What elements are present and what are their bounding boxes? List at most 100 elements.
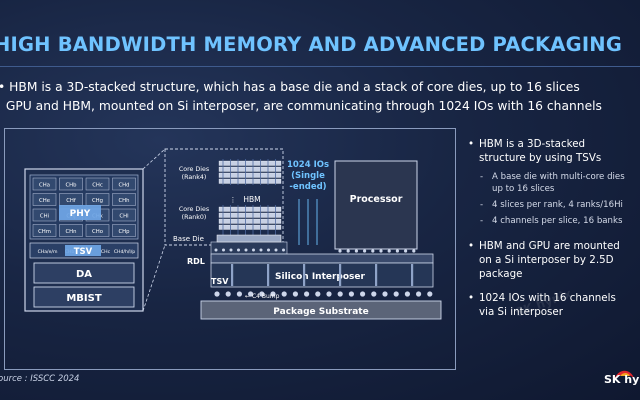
c4-bump bbox=[371, 291, 377, 297]
channel-cell-label: CHd bbox=[118, 183, 129, 189]
processor-microbump bbox=[371, 249, 375, 253]
interposer-tsv bbox=[303, 264, 306, 286]
channel-cell bbox=[112, 193, 136, 206]
c4-bump bbox=[270, 291, 276, 297]
hbm-microbump bbox=[244, 248, 248, 252]
c4-bump bbox=[416, 291, 422, 297]
zoom-line-top bbox=[142, 148, 166, 170]
bullet-dot: • bbox=[468, 240, 475, 252]
core-die-slice bbox=[218, 206, 282, 212]
channel-cell-label: CHb bbox=[65, 183, 77, 189]
interposer-tsv bbox=[339, 264, 342, 286]
hbm-microbump bbox=[214, 248, 218, 252]
channel-cell-label: CHh bbox=[118, 198, 129, 204]
sub-bullet-line: A base die with multi-core dies bbox=[492, 172, 625, 182]
phy-label: PHY bbox=[70, 209, 91, 219]
bullet-line: package bbox=[479, 268, 523, 280]
channel-cell-label: CHg bbox=[92, 198, 103, 204]
c4-label: ← C4 Bump bbox=[245, 293, 280, 300]
c4-bump bbox=[382, 291, 388, 297]
zoom-line-bottom bbox=[142, 244, 166, 312]
channel-cell bbox=[32, 177, 57, 191]
c4-bump bbox=[393, 291, 399, 297]
bullet-dot: • bbox=[468, 138, 475, 150]
hbm-microbump bbox=[229, 248, 233, 252]
c4-bump bbox=[404, 291, 410, 297]
silicon-interposer bbox=[210, 262, 434, 288]
intro-line-1: • HBM is a 3D-stacked structure, which h… bbox=[0, 80, 580, 94]
channel-cell bbox=[32, 208, 57, 222]
title-divider bbox=[0, 66, 640, 67]
interposer-tsv bbox=[231, 264, 234, 286]
processor-microbump bbox=[354, 249, 358, 253]
c4-bump bbox=[236, 291, 242, 297]
sub-bullet-line: 4 slices per rank, 4 ranks/16Hi bbox=[492, 200, 623, 210]
phy-block bbox=[59, 205, 101, 220]
base-die bbox=[216, 234, 282, 243]
da-label: DA bbox=[76, 269, 92, 280]
da-block bbox=[33, 262, 135, 284]
tsv-bar-label: CHc bbox=[101, 249, 111, 255]
substrate-label: Package Substrate bbox=[273, 307, 368, 317]
rdl-label: RDL bbox=[187, 257, 205, 266]
core-die-slice bbox=[218, 172, 282, 178]
bullet-line: via Si interposer bbox=[479, 306, 563, 318]
interposer-tsv bbox=[411, 264, 414, 286]
c4-bump bbox=[214, 291, 220, 297]
processor-microbump bbox=[387, 249, 391, 253]
core-die-stack bbox=[210, 159, 288, 255]
c4-bump bbox=[304, 291, 310, 297]
hbm-footprint bbox=[210, 241, 288, 255]
c4-bump bbox=[281, 291, 287, 297]
interposer-tsvs bbox=[231, 264, 414, 286]
processor-microbumps bbox=[338, 249, 416, 253]
hbm-microbump bbox=[267, 248, 270, 252]
io-label: 1024 IOs(Single-ended) bbox=[287, 160, 329, 192]
hbm-microbump bbox=[282, 248, 285, 252]
core-die-slice bbox=[218, 178, 282, 184]
bullet-line: 1024 IOs with 16 channels bbox=[479, 292, 616, 304]
hbm-label: HBM bbox=[243, 195, 260, 204]
c4-bump bbox=[248, 291, 254, 297]
processor-microbump bbox=[404, 249, 408, 253]
bullet-line: structure by using TSVs bbox=[479, 152, 602, 164]
sk-logo-text: SK hyn bbox=[604, 373, 640, 386]
c4-bump bbox=[259, 291, 265, 297]
sk-logo-icon bbox=[614, 370, 634, 380]
slide-title: HIGH BANDWIDTH MEMORY AND ADVANCED PACKA… bbox=[0, 33, 623, 56]
package-substrate bbox=[200, 300, 442, 320]
processor-microbump bbox=[395, 249, 399, 253]
hbm-microbump bbox=[222, 248, 225, 252]
core-dies-rank0-label: Core Dies(Rank0) bbox=[179, 206, 209, 221]
sub-bullet: -4 channels per slice, 16 banks bbox=[468, 215, 638, 227]
channel-cell bbox=[85, 177, 110, 191]
channel-cell-label: CHl bbox=[119, 214, 128, 220]
c4-bump bbox=[427, 291, 433, 297]
tsv-side-label: TSV bbox=[211, 277, 229, 286]
stack-ellipsis: ⋮ bbox=[230, 196, 237, 204]
interposer-tsv bbox=[267, 264, 270, 286]
core-dies-rank4-label: Core Dies(Rank4) bbox=[179, 166, 209, 181]
channel-cell-label: CHf bbox=[66, 198, 76, 204]
interposer-tsv bbox=[375, 264, 378, 286]
c4-bump bbox=[326, 291, 332, 297]
tsv-bar-label: CHa/e/m bbox=[38, 249, 58, 255]
c4-bump bbox=[360, 291, 366, 297]
core-die-slice bbox=[218, 160, 282, 166]
c4-bump bbox=[337, 291, 343, 297]
source-caption: ource : ISSCC 2024 bbox=[0, 374, 80, 384]
diagram-panel: CHaCHbCHcCHdCHeCHfCHgCHhCHiCHjCHkCHlCHmC… bbox=[4, 128, 456, 370]
channel-cell bbox=[112, 177, 136, 191]
c4-bump bbox=[315, 291, 321, 297]
channel-cell-label: CHi bbox=[40, 214, 49, 220]
processor-label: Processor bbox=[350, 194, 403, 205]
c4-bump bbox=[348, 291, 354, 297]
channel-cell-label: CHc bbox=[92, 183, 103, 189]
